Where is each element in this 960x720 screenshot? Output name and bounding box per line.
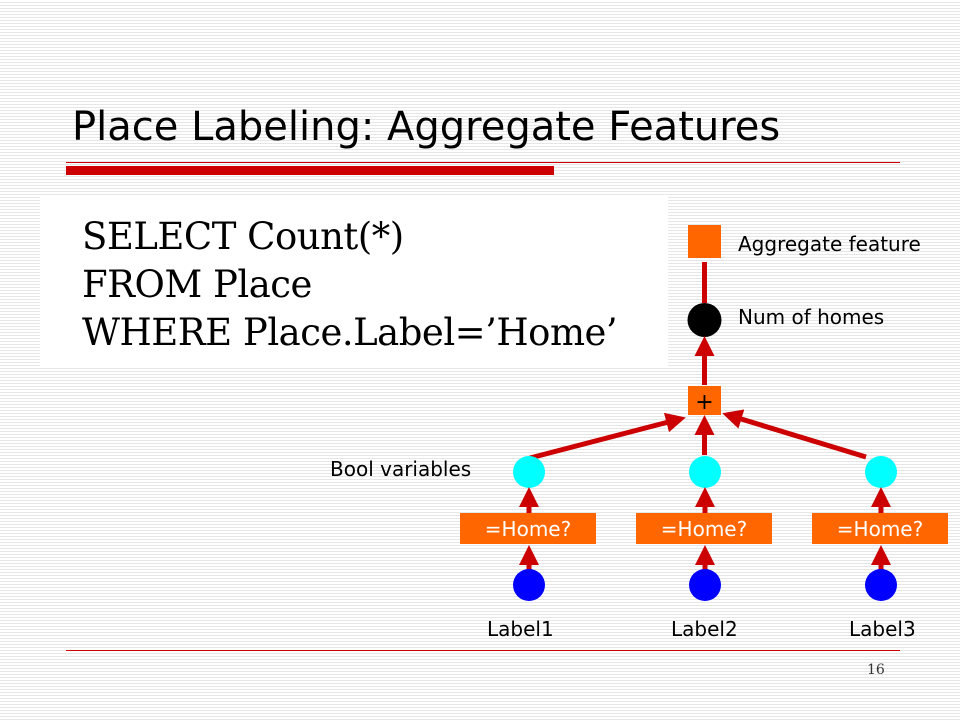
label-node-1 — [513, 569, 545, 601]
sql-from-line: FROM Place — [82, 263, 312, 306]
title-accent-bar — [66, 166, 554, 175]
bool-variable-node-1 — [513, 456, 545, 488]
sql-query-box: SELECT Count(*) FROM Place WHERE Place.L… — [40, 197, 668, 367]
home-test-node-3 — [812, 513, 948, 544]
page-number: 16 — [867, 662, 885, 678]
input-label-3: Label3 — [849, 617, 916, 641]
sql-where-line: WHERE Place.Label=’Home’ — [82, 311, 618, 354]
home-test-label-3: =Home? — [837, 517, 923, 541]
label-node-2 — [689, 569, 721, 601]
bool-variable-node-2 — [689, 456, 721, 488]
home-test-node-1 — [460, 513, 596, 544]
home-test-node-2 — [636, 513, 772, 544]
input-label-2: Label2 — [671, 617, 738, 641]
label-node-3 — [865, 569, 897, 601]
title-rule — [66, 162, 900, 163]
input-label-1: Label1 — [487, 617, 554, 641]
plus-symbol: + — [695, 390, 713, 415]
slide-title: Place Labeling: Aggregate Features — [72, 104, 781, 150]
num-of-homes-label: Num of homes — [738, 305, 885, 329]
footer-rule — [66, 650, 900, 651]
sql-select-line: SELECT Count(*) — [82, 215, 404, 258]
bool-variable-node-3 — [865, 456, 897, 488]
aggregate-feature-node — [688, 225, 721, 258]
aggregate-feature-label: Aggregate feature — [738, 232, 921, 256]
num-of-homes-node — [687, 303, 722, 337]
bool-variables-label: Bool variables — [330, 457, 472, 481]
home-test-label-1: =Home? — [485, 517, 571, 541]
bool3-to-sum-edge — [722, 409, 867, 460]
bool1-to-sum-edge — [529, 412, 686, 461]
sum-node — [688, 386, 721, 415]
home-test-label-2: =Home? — [661, 517, 747, 541]
